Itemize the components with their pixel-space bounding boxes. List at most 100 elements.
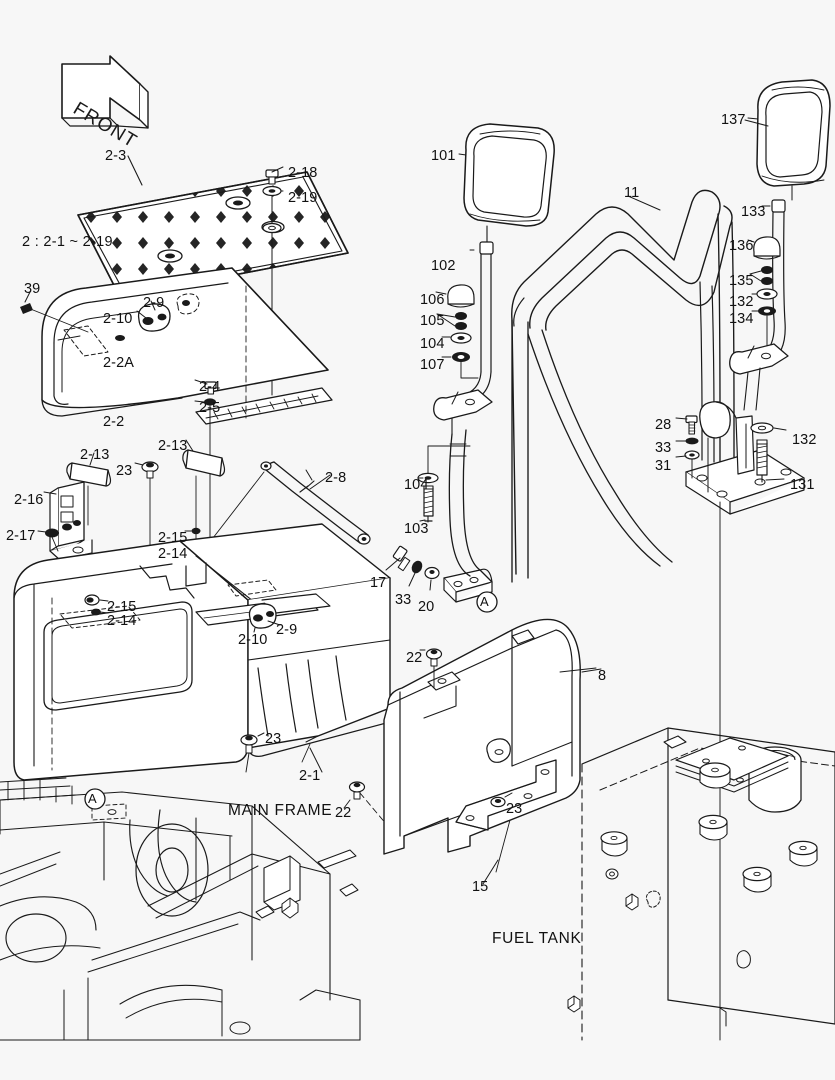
mirror-right-137 [747, 79, 831, 201]
callout-2-9-roof: 2-9 [143, 295, 165, 311]
callout-31: 31 [655, 458, 672, 474]
callout-33-mid: 33 [395, 592, 412, 608]
callout-135: 135 [729, 273, 754, 289]
hood-mount-2-9-2-10 [248, 603, 281, 633]
callout-132-mirror: 132 [729, 294, 754, 310]
parts-2-15-2-14-lower [84, 594, 109, 616]
callout-137: 137 [721, 112, 746, 128]
callout-2-13-left: 2-13 [80, 447, 110, 463]
hardware-17 [385, 545, 411, 572]
callout-2-1: 2-1 [299, 768, 321, 784]
callout-2-8: 2-8 [325, 470, 347, 486]
bolt-2-17 [37, 528, 59, 552]
callout-39: 39 [24, 281, 41, 297]
callout-23-hood: 23 [265, 731, 282, 747]
tank-bosses [600, 762, 818, 893]
callout-20: 20 [418, 599, 435, 615]
reference-circle-marks [84, 591, 498, 810]
bolt-23-bracket [490, 792, 513, 808]
section-label-main-frame: MAIN FRAME [228, 802, 333, 819]
mirror-left-101 [458, 123, 555, 227]
callout-22-cover: 22 [406, 650, 423, 666]
engine-hood [13, 523, 391, 781]
part-39 [20, 291, 89, 333]
callout-2-10-hood: 2-10 [238, 632, 268, 648]
callout-2-2: 2-2 [103, 414, 125, 430]
bracket-2-16 [43, 481, 93, 561]
callout-133: 133 [741, 204, 766, 220]
callout-2-16: 2-16 [14, 492, 44, 508]
bolt-103 [419, 485, 434, 523]
tank-fittings [567, 868, 751, 1013]
callout-2-14-lower: 2-14 [107, 613, 137, 629]
roof-mount-2-9-2-10 [136, 293, 200, 332]
bolt-131 [756, 439, 785, 483]
mirror-hw-right [747, 236, 781, 359]
rops-base-plate [685, 401, 805, 515]
hardware-20 [424, 566, 440, 591]
callout-23-upper: 23 [116, 463, 133, 479]
mirror-hw-left [435, 284, 479, 379]
canopy-roof [41, 267, 333, 425]
callout-2-13-right: 2-13 [158, 438, 188, 454]
callout-107: 107 [420, 357, 445, 373]
gas-spring-2-8 [195, 461, 371, 561]
callout-22-hood: 22 [335, 805, 352, 821]
callout-105: 105 [420, 313, 445, 329]
callout-106: 106 [420, 292, 445, 308]
callout-2-19: 2-19 [288, 190, 318, 206]
callout-2-18: 2-18 [288, 165, 318, 181]
callout-11: 11 [624, 185, 640, 201]
callout-2-2A: 2-2A [103, 355, 135, 371]
callout-33-base: 33 [655, 440, 672, 456]
stud-2-2A [115, 335, 125, 341]
bolt-2-4 [194, 379, 217, 395]
callout-2-15-lower: 2-15 [107, 599, 137, 615]
hardware-28 [675, 415, 698, 435]
reference-mark-a-left: A [88, 791, 97, 806]
callout-103: 103 [404, 521, 429, 537]
callout-8: 8 [598, 668, 607, 684]
callout-131: 131 [790, 477, 815, 493]
callout-17: 17 [370, 575, 387, 591]
callout-23-bracket: 23 [506, 801, 523, 817]
callout-102: 102 [431, 258, 456, 274]
callout-2-5: 2-5 [199, 400, 221, 416]
anti-slip-plate [77, 155, 349, 298]
hardware-33-base [675, 437, 699, 445]
reference-mark-a-right: A [480, 594, 489, 609]
front-direction-arrow: FRONT [61, 55, 149, 153]
callout-2-15-upper: 2-15 [158, 530, 188, 546]
section-label-fuel-tank: FUEL TANK [492, 930, 582, 947]
callout-2-14-upper: 2-14 [158, 546, 188, 562]
callout-2-9-hood: 2-9 [276, 622, 298, 638]
callout-134: 134 [729, 311, 754, 327]
pad-2-13-left [66, 452, 112, 526]
callout-2-10-roof: 2-10 [103, 311, 133, 327]
callout-132-base: 132 [792, 432, 817, 448]
bolt-22-hood [343, 781, 399, 839]
callout-28: 28 [655, 417, 672, 433]
mount-bracket-A [443, 568, 493, 603]
bolt-23-hood [240, 732, 311, 773]
callout-2-17: 2-17 [6, 528, 36, 544]
nut-2-5 [194, 398, 216, 406]
hardware-33-mid [408, 560, 423, 587]
callout-104-upper: 104 [404, 477, 429, 493]
callout-2-3: 2-3 [105, 148, 127, 164]
callout-136: 136 [729, 238, 754, 254]
machine-frame-lower [0, 777, 361, 1041]
callout-15: 15 [472, 879, 489, 895]
fuel-tank-body [567, 727, 835, 1041]
bracket-15 [455, 759, 557, 873]
rops-handrail-11 [511, 189, 735, 583]
callout-2-4: 2-4 [199, 379, 221, 395]
hardware-31 [675, 450, 700, 479]
mirror-base-right [729, 343, 789, 411]
mirror-base-left [433, 389, 493, 435]
washer-132-base [750, 422, 787, 434]
plate-bolt-2-18 [265, 166, 284, 185]
bolt-22-cover [419, 648, 443, 689]
